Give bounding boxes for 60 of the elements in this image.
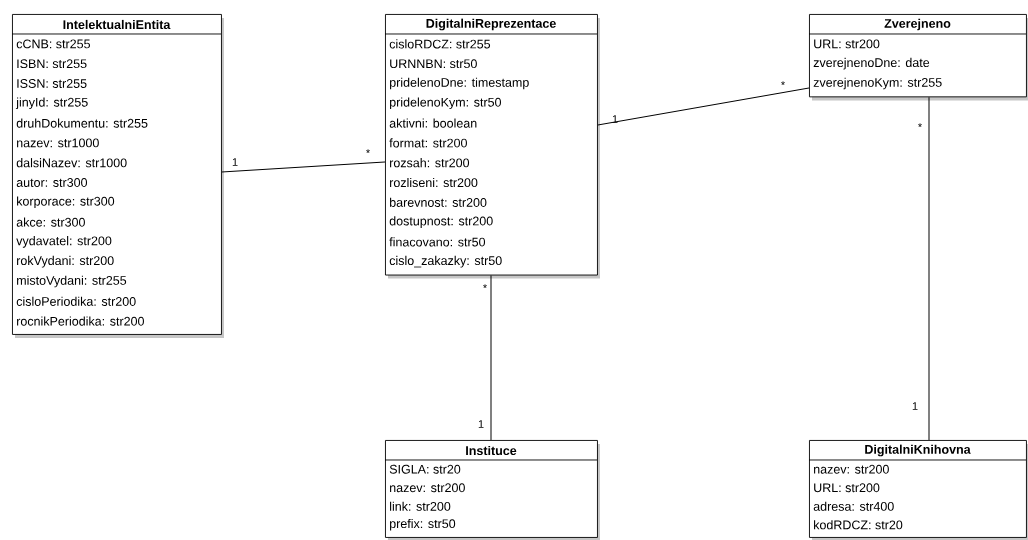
attribute-text: vydavatel: str200 [16, 236, 112, 248]
attribute-text: zverejnenoDne: date [813, 57, 930, 70]
attribute-text: URL: str200 [814, 39, 880, 49]
attribute-text: akce: str300 [16, 217, 85, 227]
attribute-text: barevnost: str200 [390, 197, 487, 207]
multiplicity-label: 1 [478, 420, 484, 428]
attribute-text: nazev: str200 [814, 464, 889, 474]
class-box [808, 440, 1028, 540]
attribute-text: nazev: str200 [390, 483, 465, 493]
multiplicity-label: * [366, 149, 370, 154]
attribute-text: URNNBN: str50 [390, 59, 477, 69]
attribute-text: pridelenoKym: str50 [390, 97, 501, 110]
class-box [808, 14, 1028, 101]
attribute-text: format: str200 [389, 138, 467, 148]
class-name: IntelektualniEntita [63, 19, 171, 30]
attribute-text: dalsiNazev: str1000 [16, 158, 127, 168]
association-line [221, 161, 386, 173]
class-box [11, 14, 224, 338]
multiplicity-label: 1 [232, 158, 238, 166]
attribute-text: autor: str300 [16, 178, 88, 187]
attribute-text: URL: str200 [814, 483, 880, 493]
attribute-text: pridelenoDne: timestamp [390, 77, 529, 90]
class-box [384, 14, 600, 279]
attribute-text: prefix: str50 [390, 518, 456, 531]
attribute-text: zverejnenoKym: str255 [813, 77, 942, 90]
association-line [928, 96, 930, 441]
attribute-text: finacovano: str50 [389, 237, 486, 247]
attribute-text: cislo_zakazky: str50 [389, 255, 502, 268]
attribute-text: jinyId: str255 [15, 97, 88, 110]
attribute-text: dostupnost: str200 [389, 216, 493, 228]
attribute-text: link: str200 [390, 501, 451, 511]
attribute-text: kodRDCZ: str20 [814, 520, 903, 530]
attribute-text: rozliseni: str200 [390, 177, 478, 188]
class-name: DigitalniKnihovna [865, 444, 971, 457]
multiplicity-label: * [781, 81, 785, 86]
multiplicity-label: 1 [912, 402, 918, 410]
class-name: Zverejneno [884, 18, 951, 31]
attribute-text: nazev: str1000 [17, 138, 99, 148]
attribute-text: rokVydani: str200 [17, 255, 114, 268]
attribute-text: adresa: str400 [813, 501, 894, 511]
class-name: Instituce [466, 445, 517, 456]
attribute-text: cisloRDCZ: str255 [389, 39, 491, 49]
association-line [490, 275, 492, 441]
multiplicity-label: * [483, 284, 487, 289]
attribute-text: SIGLA: str20 [389, 464, 461, 474]
attribute-text: rozsah: str200 [390, 158, 470, 168]
attribute-text: rocnikPeriodika: str200 [17, 316, 144, 326]
class-box [384, 440, 600, 540]
attribute-text: ISSN: str255 [17, 79, 87, 88]
attribute-text: ISBN: str255 [17, 59, 87, 69]
attribute-text: cisloPeriodika: str200 [16, 296, 136, 306]
class-name: DigitalniReprezentace [426, 18, 556, 31]
attribute-text: cCNB: str255 [16, 39, 90, 49]
multiplicity-label: 1 [612, 115, 618, 123]
association-line [597, 87, 810, 126]
multiplicity-label: * [918, 123, 922, 128]
attribute-text: druhDokumentu: str255 [16, 118, 148, 128]
attribute-text: aktivni: boolean [389, 118, 477, 128]
attribute-text: mistoVydani: str255 [17, 275, 127, 288]
attribute-text: korporace: str300 [17, 196, 115, 209]
